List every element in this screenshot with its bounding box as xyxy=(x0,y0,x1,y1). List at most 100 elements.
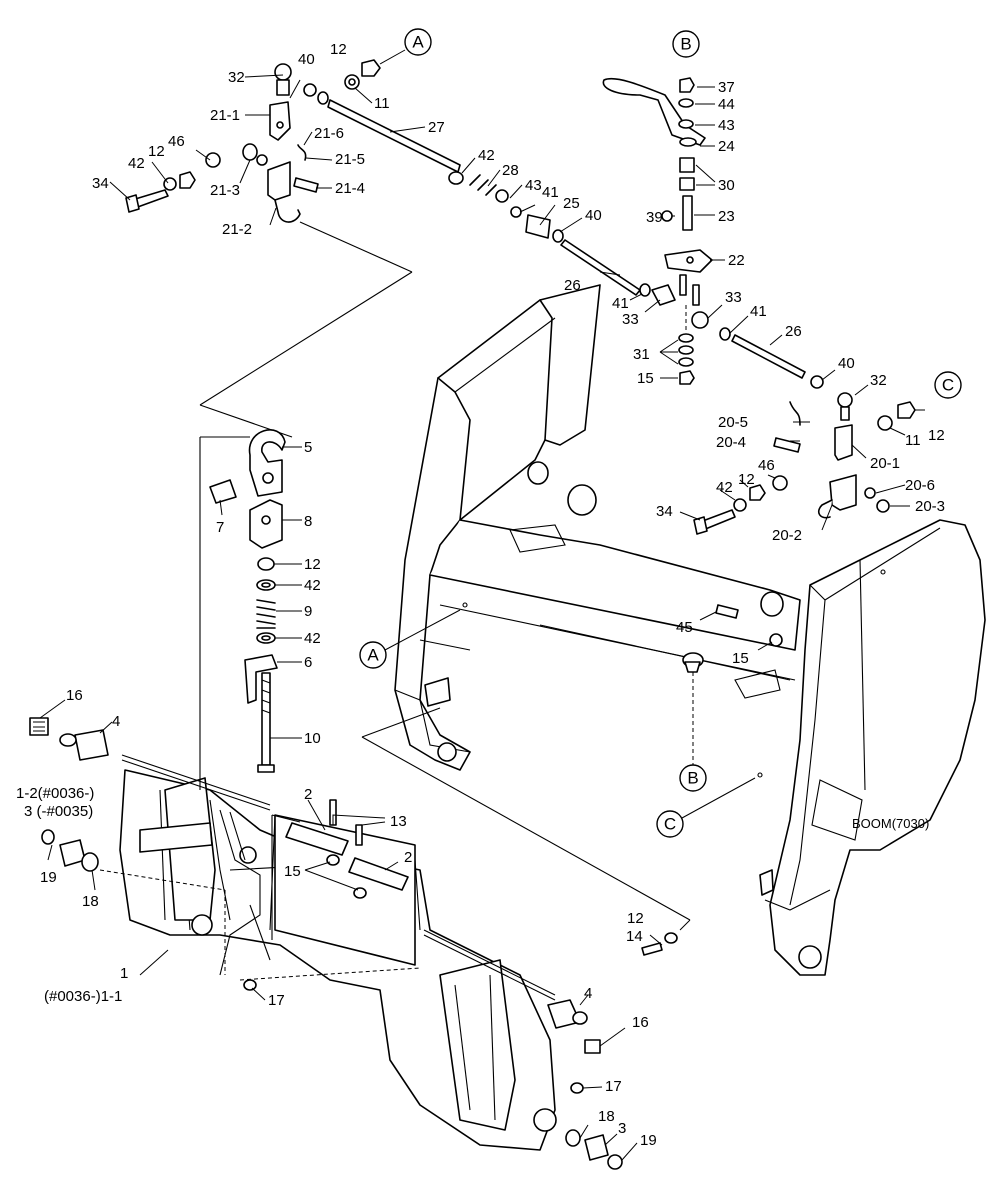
label-45: 45 xyxy=(676,619,693,636)
label-22: 22 xyxy=(728,252,745,269)
ref-circle-a-bottom: A xyxy=(359,609,461,669)
label-16: 16 xyxy=(66,687,83,704)
label-18: 18 xyxy=(598,1108,615,1125)
label-15: 15 xyxy=(732,650,749,667)
label-46: 46 xyxy=(758,457,775,474)
label-40: 40 xyxy=(298,51,315,68)
leader-lines xyxy=(39,49,925,1161)
ref-circle-b-bottom: B xyxy=(679,764,707,792)
part-labels: 12 40 32 11 21-1 27 21-6 46 12 42 21-5 4… xyxy=(16,41,945,1149)
label-15: 15 xyxy=(637,370,654,387)
ref-b-label: B xyxy=(687,769,698,788)
label-10: 10 xyxy=(304,730,321,747)
label-11: 11 xyxy=(905,432,921,449)
label-4: 4 xyxy=(112,713,120,730)
label-44: 44 xyxy=(718,96,735,113)
label-2: 2 xyxy=(304,786,312,803)
label-12: 12 xyxy=(148,143,165,160)
label-3: 3 xyxy=(618,1120,626,1137)
label-26: 26 xyxy=(564,277,581,294)
label-1: 1 xyxy=(120,965,128,982)
label-6: 6 xyxy=(304,654,312,671)
label-32: 32 xyxy=(870,372,887,389)
label-1-2: 1-2(#0036-) xyxy=(16,785,94,802)
label-8: 8 xyxy=(304,513,312,530)
label-42: 42 xyxy=(304,577,321,594)
label-40: 40 xyxy=(585,207,602,224)
label-19: 19 xyxy=(640,1132,657,1149)
label-9: 9 xyxy=(304,603,312,620)
ref-circle-b-top: B xyxy=(672,30,700,58)
quick-coupler xyxy=(119,754,557,1151)
label-23: 23 xyxy=(718,208,735,225)
label-43: 43 xyxy=(718,117,735,134)
label-31: 31 xyxy=(633,346,650,363)
ref-a-label: A xyxy=(367,646,379,665)
label-43: 43 xyxy=(525,177,542,194)
label-5: 5 xyxy=(304,439,312,456)
label-11: 11 xyxy=(374,95,390,112)
ref-a-label: A xyxy=(412,33,424,52)
drawing-label: BOOM(7030) xyxy=(852,816,929,831)
label-12: 12 xyxy=(304,556,321,573)
ref-circle-a-top: A xyxy=(404,28,432,56)
label-20-1: 20-1 xyxy=(870,455,900,472)
label-34: 34 xyxy=(656,503,673,520)
label-42: 42 xyxy=(478,147,495,164)
label-30: 30 xyxy=(718,177,735,194)
boom-frame xyxy=(361,284,986,976)
label-41: 41 xyxy=(750,303,767,320)
label-20-5: 20-5 xyxy=(718,414,748,431)
label-3-range: 3 (-#0035) xyxy=(24,803,93,820)
right-lever-assembly xyxy=(602,77,916,673)
label-40: 40 xyxy=(838,355,855,372)
label-20-3: 20-3 xyxy=(915,498,945,515)
label-12: 12 xyxy=(627,910,644,927)
label-32: 32 xyxy=(228,69,245,86)
lock-assembly xyxy=(199,221,413,940)
label-13: 13 xyxy=(390,813,407,830)
label-34: 34 xyxy=(92,175,109,192)
label-46: 46 xyxy=(168,133,185,150)
label-24: 24 xyxy=(718,138,735,155)
label-18: 18 xyxy=(82,893,99,910)
label-19: 19 xyxy=(40,869,57,886)
label-21-5: 21-5 xyxy=(335,151,365,168)
label-20-4: 20-4 xyxy=(716,434,746,451)
dashed-lines xyxy=(99,305,694,981)
label-42: 42 xyxy=(304,630,321,647)
label-7: 7 xyxy=(216,519,224,536)
label-20-6: 20-6 xyxy=(905,477,935,494)
label-16: 16 xyxy=(632,1014,649,1031)
label-20-2: 20-2 xyxy=(772,527,802,544)
label-12: 12 xyxy=(738,471,755,488)
label-39: 39 xyxy=(646,209,663,226)
label-17: 17 xyxy=(605,1078,622,1095)
label-12: 12 xyxy=(330,41,347,58)
label-12: 12 xyxy=(928,427,945,444)
label-42: 42 xyxy=(716,479,733,496)
label-4: 4 xyxy=(584,985,592,1002)
ref-c-label: C xyxy=(942,376,954,395)
label-41: 41 xyxy=(542,184,559,201)
ref-circle-c-bottom: C xyxy=(656,777,756,838)
label-25: 25 xyxy=(563,195,580,212)
label-21-1: 21-1 xyxy=(210,107,240,124)
ref-circle-c-top: C xyxy=(934,371,962,399)
label-21-3: 21-3 xyxy=(210,182,240,199)
label-15: 15 xyxy=(284,863,301,880)
label-21-4: 21-4 xyxy=(335,180,365,197)
left-lever-assembly xyxy=(125,59,676,306)
ref-b-label: B xyxy=(680,35,691,54)
label-41: 41 xyxy=(612,295,629,312)
label-21-2: 21-2 xyxy=(222,221,252,238)
label-27: 27 xyxy=(428,119,445,136)
label-37: 37 xyxy=(718,79,735,96)
label-2: 2 xyxy=(404,849,412,866)
label-17: 17 xyxy=(268,992,285,1009)
label-14: 14 xyxy=(626,928,643,945)
label-28: 28 xyxy=(502,162,519,179)
label-1-1: (#0036-)1-1 xyxy=(44,988,122,1005)
label-26: 26 xyxy=(785,323,802,340)
